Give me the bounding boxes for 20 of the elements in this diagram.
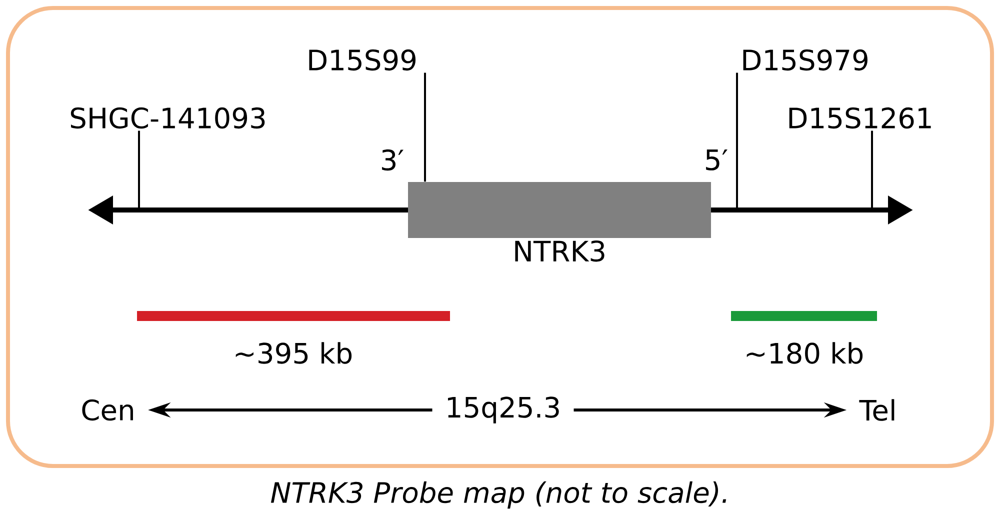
end-label: 3′ [382,149,404,171]
caption: NTRK3 Probe map (not to scale). [270,481,726,509]
node-label: ~395 kb [236,342,352,364]
probe-bar: ~180 kb [731,311,877,364]
marker-label: D15S99 [309,49,416,71]
region-label: Cen [82,399,133,421]
marker-label: SHGC-141093 [70,107,265,129]
probe-bar: ~395 kb [137,311,450,364]
node-label: NTRK3 [515,240,604,262]
region-label: Tel [859,399,894,421]
leader-line [736,72,738,210]
region-label: 15q25.3 [448,396,559,424]
leader-line [138,130,140,210]
leader-line [871,130,873,210]
marker-label: D15S1261 [789,107,931,129]
marker-label: D15S979 [743,49,868,71]
node-label: ~180 kb [746,342,863,364]
gene-box: NTRK3 [408,182,711,262]
end-label: 5′ [706,150,728,170]
leader-line [424,72,426,182]
